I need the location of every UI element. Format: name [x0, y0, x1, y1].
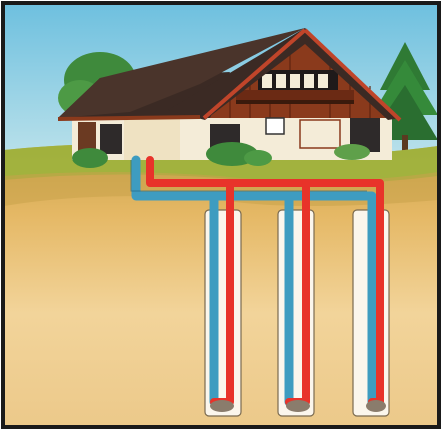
house [57, 28, 402, 168]
return-pipes [131, 155, 377, 407]
pipe-bends [210, 400, 386, 412]
